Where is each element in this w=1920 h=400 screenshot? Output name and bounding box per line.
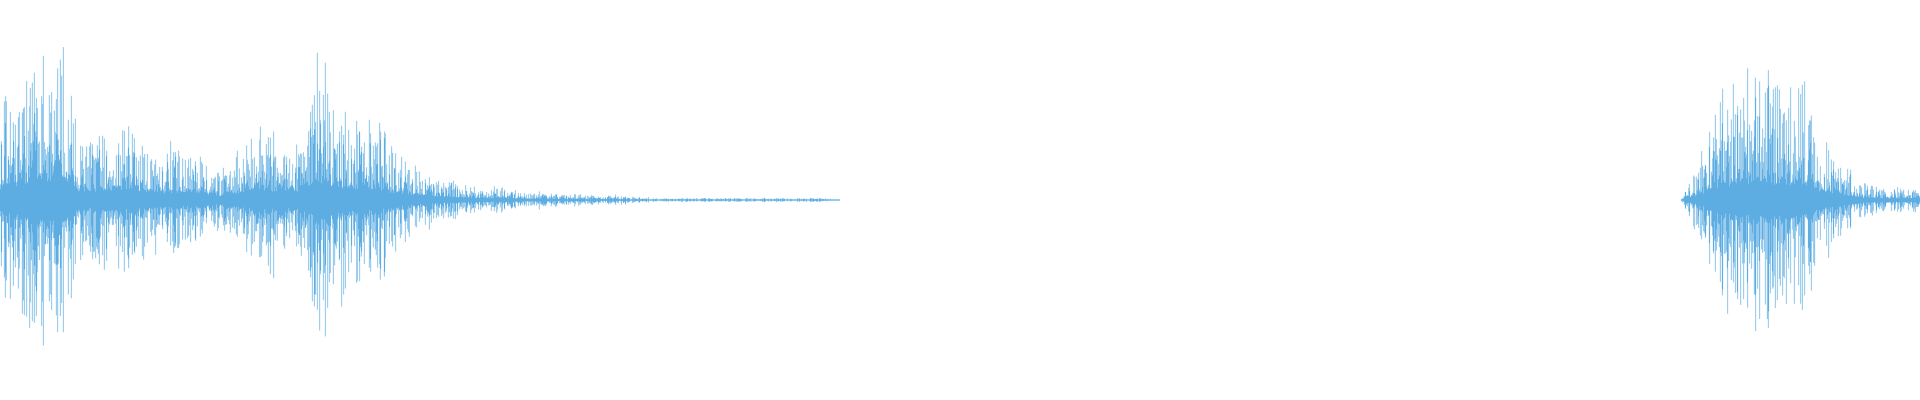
waveform-peaks: [0, 47, 1920, 346]
waveform-path: [0, 47, 1920, 346]
